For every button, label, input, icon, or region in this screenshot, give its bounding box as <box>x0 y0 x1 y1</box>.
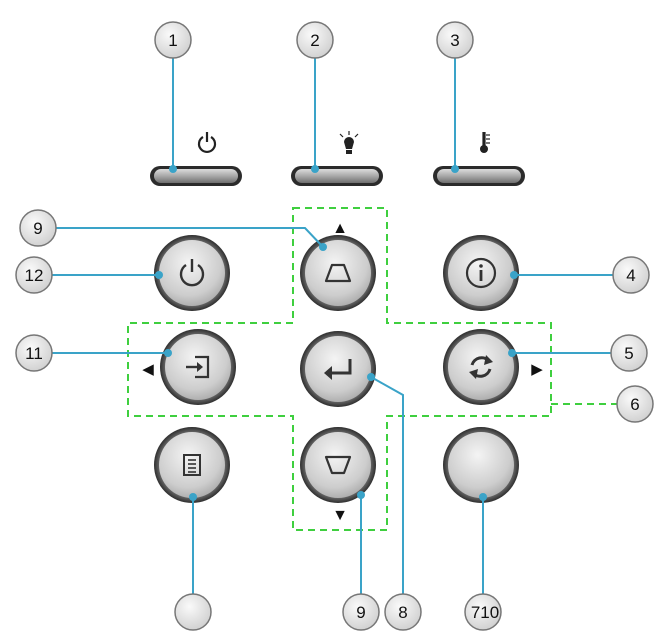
info-button[interactable] <box>443 235 519 311</box>
menu-button[interactable] <box>154 427 230 503</box>
arrow-left: ◀ <box>142 361 154 378</box>
info-icon <box>465 257 497 289</box>
callout-11: 11 <box>15 334 53 372</box>
power-icon <box>197 132 217 154</box>
lamp-icon <box>339 131 359 154</box>
arrow-right: ▶ <box>531 361 543 378</box>
callout-8: 8 <box>384 593 422 631</box>
svg-text:2: 2 <box>310 31 319 50</box>
svg-text:4: 4 <box>626 266 635 285</box>
svg-text:11: 11 <box>25 344 43 363</box>
callout-5: 5 <box>610 334 648 372</box>
svg-text:9: 9 <box>356 603 365 622</box>
svg-text:1: 1 <box>168 31 177 50</box>
source-button[interactable] <box>160 329 236 405</box>
power-icon <box>179 259 205 287</box>
keystone-down-button[interactable] <box>300 427 376 503</box>
arrow-up: ▲ <box>332 220 348 237</box>
callout-9-top: 9 <box>19 209 57 247</box>
keystone-up-button[interactable] <box>300 235 376 311</box>
blank-button[interactable] <box>443 427 519 503</box>
callout-3: 3 <box>436 21 474 59</box>
navigation-cross-outline <box>127 207 552 531</box>
keystone-down-icon <box>324 455 352 475</box>
menu-icon <box>183 454 201 476</box>
callout-1: 1 <box>154 21 192 59</box>
callout-4: 4 <box>612 256 650 294</box>
callout-9-bottom: 9 <box>342 593 380 631</box>
svg-text:12: 12 <box>25 266 44 285</box>
indicator-power-led <box>150 166 242 186</box>
svg-text:5: 5 <box>624 344 633 363</box>
indicator-lamp-led <box>291 166 383 186</box>
indicator-temp-led <box>433 166 525 186</box>
resync-button[interactable] <box>443 329 519 405</box>
source-icon <box>186 355 210 379</box>
enter-button[interactable] <box>300 331 376 407</box>
svg-text:8: 8 <box>398 603 407 622</box>
callout-6: 6 <box>616 385 654 423</box>
callout-2: 2 <box>296 21 334 59</box>
keystone-up-icon <box>324 263 352 283</box>
svg-text:710: 710 <box>471 603 499 622</box>
arrow-down: ▼ <box>332 507 348 524</box>
thermometer-icon <box>480 132 490 153</box>
svg-text:6: 6 <box>630 395 639 414</box>
power-button[interactable] <box>154 235 230 311</box>
svg-text:9: 9 <box>33 219 42 238</box>
leader-dots <box>155 165 518 501</box>
callout-12: 12 <box>15 256 53 294</box>
leader-lines <box>52 58 613 596</box>
enter-icon <box>324 359 352 380</box>
callout-blank <box>174 593 212 631</box>
callout-710: 710 <box>464 593 502 631</box>
svg-text:3: 3 <box>450 31 459 50</box>
resync-icon <box>469 355 493 379</box>
